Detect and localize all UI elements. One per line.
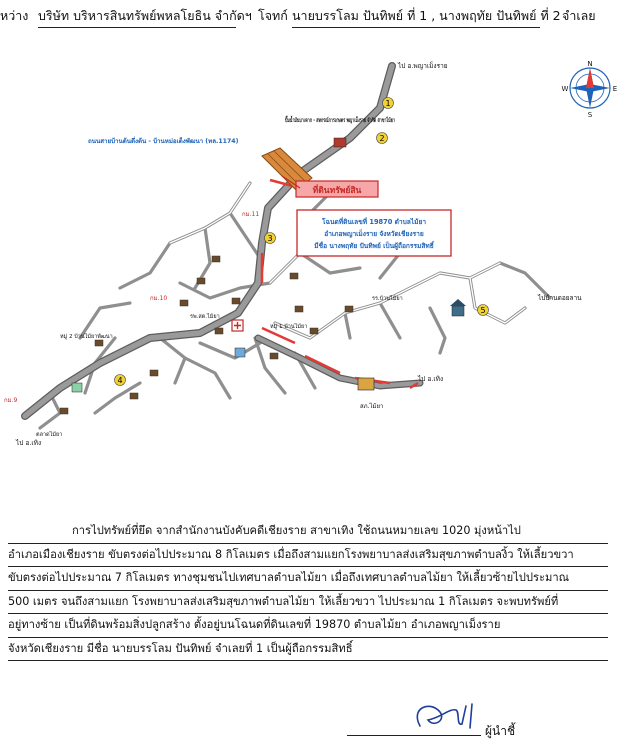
market-label: ตลาดไม้ยา [36,431,62,438]
compass-icon: N S E W [562,60,618,119]
signer-label: ผู้นำชี้ [485,724,516,738]
header-parties: นายบรรโลม ปันทิพย์ ที่ 1 , นางพฤทัย ปันท… [292,6,561,28]
route-description: การไปทรัพย์ที่ยึด จากสำนักงานบังคับคดีเช… [8,520,608,661]
km-marker-11: กม.11 [242,211,259,218]
house-icons [59,255,354,415]
route-line-5: อยู่ทางซ้าย เป็นที่ดินพร้อมสิ่งปลูกสร้าง… [8,614,608,638]
km-marker-9: กม.9 [4,397,17,404]
property-box-line1: โฉนดที่ดินเลขที่ 19870 ตำบลไม้ยา [321,216,426,226]
route-line-4: 500 เมตร จนถึงสามแยก โรงพยาบาลส่งเสริมสุ… [8,591,608,614]
temple-icon [450,299,466,317]
property-box-line2: อำเภอพญาเม็งราย จังหวัดเชียงราย [324,229,424,238]
km-marker-10: กม.10 [150,295,167,302]
highway-label: ถนนสายบ้านต้นตึ่งต้น - บ้านหม่อเต็งพัฒนา… [88,136,239,145]
school-icon [234,347,246,358]
compass-e-label: E [613,85,617,93]
circle-markers: 1 2 3 4 5 [114,97,489,386]
road-sign-bottom-left: ไป อ.เทิง [15,439,41,447]
road-sign-right: ไปบ้านดอยลาน [537,294,582,302]
svg-text:4: 4 [117,376,122,385]
svg-text:3: 3 [267,234,272,243]
route-line-6: จังหวัดเชียงราย มีชื่อ นายบรรโลม ปันทิพย… [8,638,608,661]
marker-5-icon: 5 [477,304,489,316]
property-info-box: โฉนดที่ดินเลขที่ 19870 ตำบลไม้ยา อำเภอพญ… [296,209,452,257]
signature-area: ผู้นำชี้ [345,700,625,740]
hospital-icon [231,319,244,332]
property-box-line3: มีชื่อ นางพฤทัย ปันทิพย์ เป็นผู้ถือกรรมส… [314,240,435,251]
header-company: บริษัท บริหารสินทรัพย์พหลโยธิน จำกัดฯ [38,6,252,28]
road-sign-bottom-center: ไป อ.เทิง [417,375,443,383]
compass-n-label: N [587,60,592,68]
header-plaintiff-label: โจทก์ [258,8,288,23]
marker-1-icon: 1 [382,97,394,109]
cooperative-label: ปั๊มน้ำมันบางจาก - สหกรณ์การเกษตร พญาเม็… [285,115,395,124]
property-tag: ที่ดินทรัพย์สิน [295,180,379,198]
market-icon [357,377,375,391]
compass-s-label: S [588,111,593,119]
compass-w-label: W [562,85,569,93]
marker-2-icon: 2 [376,132,388,144]
route-line-2: อำเภอเมืองเชียงราย ขับตรงต่อไปประมาณ 8 ก… [8,544,608,567]
header-defendant-label: จำเลย [562,8,596,23]
property-plot [261,147,313,191]
case-header: หว่าง บริษัท บริหารสินทรัพย์พหลโยธิน จำก… [0,4,637,28]
svg-text:5: 5 [480,306,485,315]
district-office-label: สภ.ไม้ยา [360,402,383,410]
marker-4-icon: 4 [114,374,126,386]
svg-text:1: 1 [385,99,390,108]
svg-text:2: 2 [379,134,384,143]
road-sign-top: ไป อ.พญาเม็งราย [397,61,448,70]
minor-roads-inner [169,182,526,339]
village-label-1: หมู่ 1 บ้านไม้ยา [270,323,307,330]
location-map: 1 2 3 4 5 ไป อ.พญาเม็งราย ไปบ้านดอยลาน ไ… [4,60,618,447]
main-highway [21,62,424,420]
route-line-3: ขับตรงต่อไปประมาณ 7 กิโลเมตร ทางชุมชนไปเ… [8,567,608,591]
signature-line [347,735,481,736]
minor-roads [38,181,552,430]
property-tag-label: ที่ดินทรัพย์สิน [313,183,362,196]
marker-3-icon: 3 [264,232,276,244]
hospital-label: รพ.สต.ไม้ยา [190,313,220,320]
school-label: รร.บ้านไม้ยา [372,295,403,302]
header-intro: หว่าง [0,8,29,23]
handwritten-signature-icon [416,703,473,729]
route-line-1: การไปทรัพย์ที่ยึด จากสำนักงานบังคับคดีเช… [8,520,608,544]
cooperative-icon [333,137,347,148]
district-office-icon [71,382,83,393]
village-label-2: หมู่ 2 บ้านไม้ยาพัฒนา [60,333,113,340]
